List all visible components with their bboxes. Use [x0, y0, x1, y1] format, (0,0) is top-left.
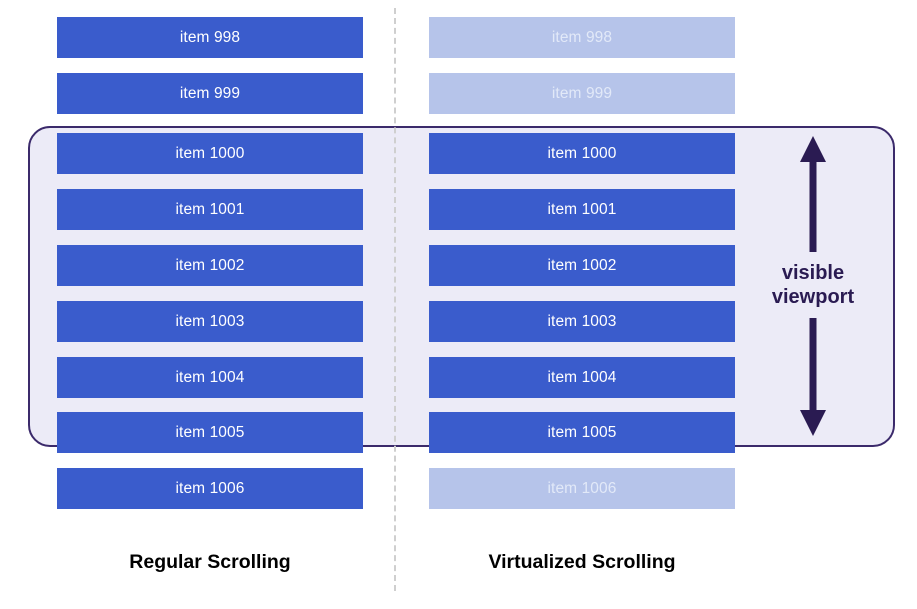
list-item-label: item 1003 [547, 312, 617, 330]
visible-viewport-label: visible viewport [766, 260, 860, 311]
list-item-label: item 1005 [547, 423, 617, 441]
list-item[interactable]: item 1001 [429, 189, 735, 230]
list-item-label: item 1001 [547, 200, 617, 218]
caption-regular-scrolling: Regular Scrolling [129, 551, 291, 573]
list-item[interactable]: item 1006 [57, 468, 363, 509]
list-item[interactable]: item 1005 [57, 412, 363, 453]
visible-viewport-annotation: visible viewport [748, 130, 878, 442]
list-item[interactable]: item 1001 [57, 189, 363, 230]
list-item-label: item 1002 [175, 256, 245, 274]
list-item[interactable]: item 1004 [57, 357, 363, 398]
list-item-label: item 1003 [175, 312, 245, 330]
list-item-label: item 1004 [175, 368, 245, 386]
list-item-label: item 1000 [547, 144, 617, 162]
list-item-label: item 1006 [175, 479, 245, 497]
list-item-placeholder[interactable]: item 998 [429, 17, 735, 58]
visible-viewport-label-line2: viewport [771, 286, 855, 308]
caption-virtualized-scrolling: Virtualized Scrolling [488, 551, 676, 573]
list-item-label: item 998 [551, 28, 613, 46]
list-item[interactable]: item 1005 [429, 412, 735, 453]
list-item[interactable]: item 998 [57, 17, 363, 58]
list-item-placeholder[interactable]: item 999 [429, 73, 735, 114]
list-item[interactable]: item 1002 [57, 245, 363, 286]
list-item[interactable]: item 1003 [57, 301, 363, 342]
list-item-placeholder[interactable]: item 1006 [429, 468, 735, 509]
list-item-label: item 1002 [547, 256, 617, 274]
list-item-label: item 1004 [547, 368, 617, 386]
list-item-label: item 999 [551, 84, 613, 102]
list-item-label: item 1005 [175, 423, 245, 441]
list-item-label: item 1006 [547, 479, 617, 497]
list-item[interactable]: item 1000 [429, 133, 735, 174]
column-divider [394, 8, 396, 591]
list-item[interactable]: item 1003 [429, 301, 735, 342]
list-item-label: item 1001 [175, 200, 245, 218]
list-item[interactable]: item 1002 [429, 245, 735, 286]
list-item[interactable]: item 1004 [429, 357, 735, 398]
list-item-label: item 999 [179, 84, 241, 102]
list-item-label: item 1000 [175, 144, 245, 162]
visible-viewport-label-line1: visible [781, 262, 845, 285]
list-item[interactable]: item 1000 [57, 133, 363, 174]
list-item[interactable]: item 999 [57, 73, 363, 114]
list-item-label: item 998 [179, 28, 241, 46]
